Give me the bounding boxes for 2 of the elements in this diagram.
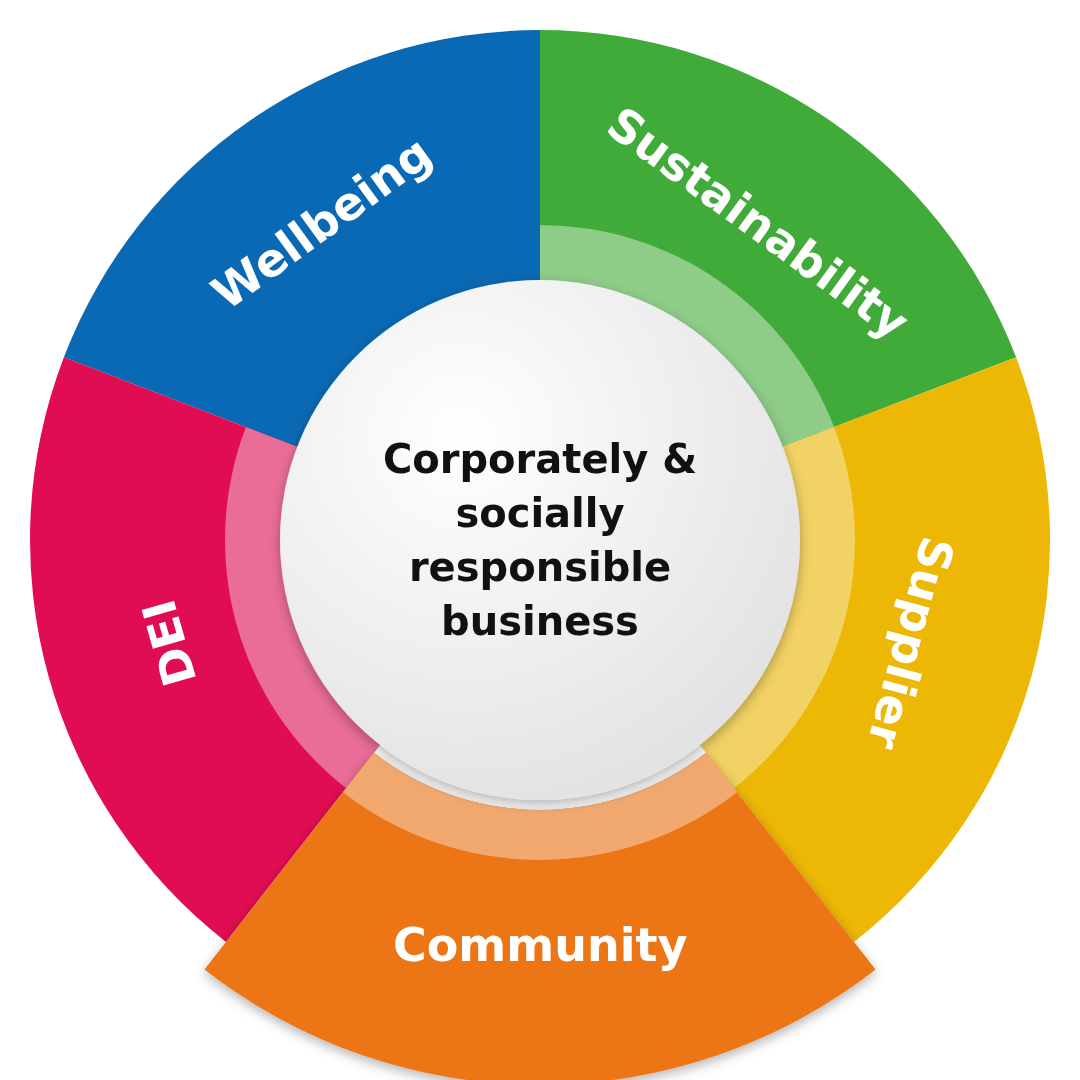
segment-label: DEI [134, 594, 203, 691]
center-label: Corporately & socially responsible business [381, 435, 699, 646]
